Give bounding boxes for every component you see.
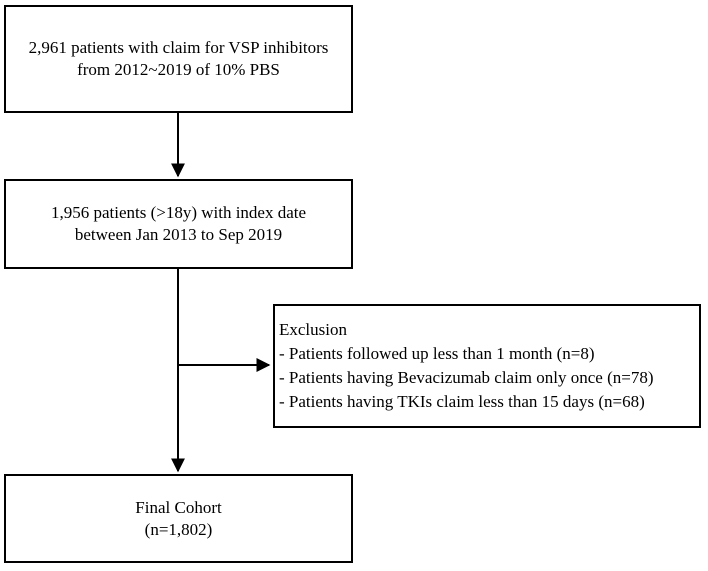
box-index-date-patients: 1,956 patients (>18y) with index date be… (4, 179, 353, 269)
exclusion-item-1: - Patients followed up less than 1 month… (279, 344, 595, 363)
exclusion-item-3: - Patients having TKIs claim less than 1… (279, 392, 645, 411)
box-exclusion-criteria: Exclusion - Patients followed up less th… (273, 304, 701, 428)
index-date-line-2: between Jan 2013 to Sep 2019 (74, 225, 283, 244)
box-initial-patients: 2,961 patients with claim for VSP inhibi… (4, 5, 353, 113)
initial-patients-line-2: from 2012~2019 of 10% PBS (77, 60, 280, 79)
final-cohort-line-1: Final Cohort (135, 497, 222, 517)
box-final-cohort: Final Cohort (n=1,802) (4, 474, 353, 563)
exclusion-title: Exclusion (279, 320, 347, 339)
index-date-line-1: 1,956 patients (>18y) with index date (50, 203, 307, 222)
exclusion-item-2: - Patients having Bevacizumab claim only… (279, 368, 654, 387)
final-cohort-line-2: (n=1,802) (144, 519, 213, 539)
initial-patients-line-1: 2,961 patients with claim for VSP inhibi… (28, 38, 329, 57)
